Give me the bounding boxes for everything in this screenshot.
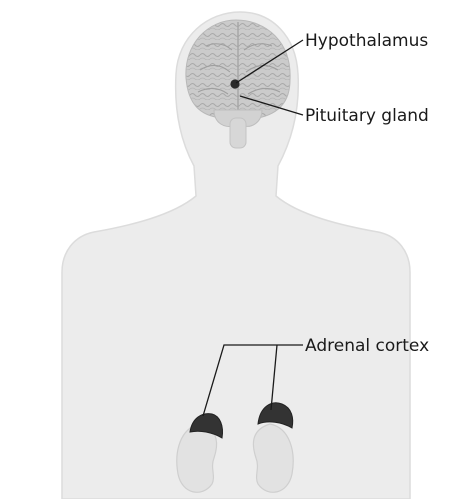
label-hypothalamus: Hypothalamus	[305, 31, 428, 51]
hypothalamus-marker	[230, 79, 239, 88]
label-adrenal-cortex: Adrenal cortex	[305, 336, 429, 356]
label-pituitary-gland: Pituitary gland	[305, 106, 429, 126]
brain	[186, 20, 290, 118]
